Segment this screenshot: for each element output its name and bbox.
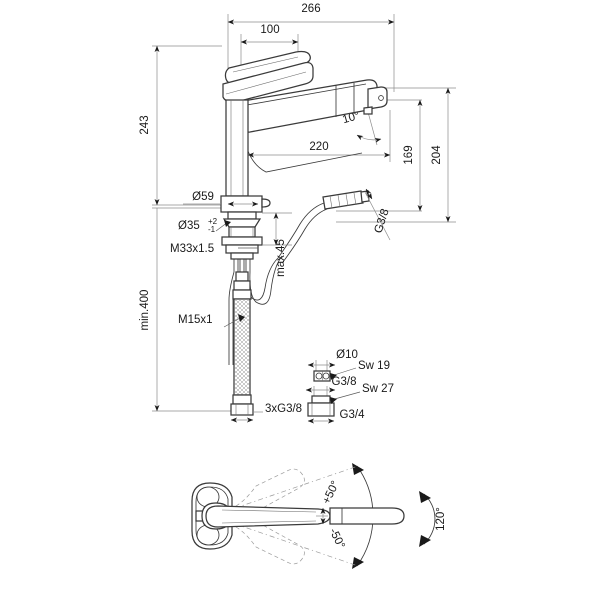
dimension-spout-reach: 220 bbox=[247, 110, 391, 162]
hose-nut-lower bbox=[230, 403, 254, 416]
flange-nub bbox=[261, 198, 271, 208]
hose-ferrule-lower bbox=[232, 394, 252, 405]
dim-hose-length-label: min.400 bbox=[139, 290, 151, 331]
spray-wand-plan bbox=[329, 507, 405, 525]
label-hose-thread-text: M15x1 bbox=[178, 314, 213, 326]
dim-spout-reach-label: 220 bbox=[309, 141, 328, 153]
aerator-outlet bbox=[378, 95, 384, 101]
label-bottom-connection-text: 3xG3/8 bbox=[265, 403, 302, 415]
faucet-elevation bbox=[220, 50, 388, 416]
label-spanner-small-text: Sw 19 bbox=[358, 360, 390, 372]
label-hole-tol-upper: +2 bbox=[208, 217, 218, 226]
dimension-max-counter-label: max.45 bbox=[275, 239, 287, 277]
label-tube-diameter: Ø10 bbox=[336, 349, 358, 361]
washer-top bbox=[227, 211, 257, 220]
dim-overall-width-label: 266 bbox=[301, 3, 320, 15]
hose-ferrule-upper bbox=[232, 289, 252, 300]
dimension-hose-length: min.400 bbox=[139, 207, 232, 412]
fitting-sw27 bbox=[307, 395, 335, 417]
label-base-diameter-text: Ø59 bbox=[192, 191, 214, 203]
label-hole-tol-lower: -1 bbox=[208, 225, 216, 234]
dim-aerator-height-label: 169 bbox=[403, 145, 415, 164]
plan-view: +50° -50° 120° bbox=[191, 463, 447, 569]
dim-handle-width-label: 100 bbox=[260, 24, 279, 36]
hose-nut-upper bbox=[233, 280, 251, 291]
spray-head-nose bbox=[367, 86, 388, 110]
mount-plate bbox=[221, 236, 263, 246]
label-hole-diameter-text: Ø35 bbox=[178, 220, 200, 232]
dim-overall-height-label: 243 bbox=[139, 115, 151, 134]
label-mount-thread-text: M33x1.5 bbox=[170, 243, 214, 255]
dim-spout-height-label: 204 bbox=[431, 145, 443, 165]
swivel-total-indicator: 120° bbox=[419, 491, 447, 547]
label-bottom-connection: 3xG3/8 bbox=[230, 403, 302, 423]
spout-plan bbox=[205, 505, 331, 528]
outlet-nub bbox=[363, 106, 373, 115]
fitting-M15 bbox=[235, 271, 249, 282]
label-spanner-large-text: Sw 27 bbox=[362, 383, 394, 395]
label-swivel-right: -50° bbox=[327, 527, 347, 551]
label-thread-small: G3/8 bbox=[332, 376, 357, 388]
fittings-detail: Ø10 Sw 19 G3/8 bbox=[305, 349, 394, 424]
label-thread-large: G3/4 bbox=[340, 409, 366, 421]
faucet-column bbox=[225, 99, 249, 197]
dimension-wand-gap bbox=[316, 507, 328, 525]
fitting-sw19 bbox=[313, 370, 331, 382]
dimension-spout-height: 204 bbox=[336, 87, 456, 223]
label-hole-diameter: Ø35 +2 -1 bbox=[178, 217, 231, 234]
label-swivel-total: 120° bbox=[435, 507, 447, 531]
label-swivel-left: +50° bbox=[321, 479, 342, 506]
label-spanner-large: Sw 27 bbox=[330, 383, 394, 404]
pullout-hose bbox=[277, 202, 328, 263]
dimension-overall-height: 243 bbox=[139, 45, 222, 206]
hose-connector bbox=[322, 190, 370, 210]
label-base-diameter: Ø59 bbox=[183, 191, 259, 207]
label-spanner-small: Sw 19 bbox=[330, 360, 390, 380]
lock-nut bbox=[225, 244, 259, 254]
braided-hose bbox=[233, 298, 251, 396]
label-hose-thread: M15x1 bbox=[178, 314, 245, 328]
dimension-max-counter-thickness: max.45 bbox=[262, 212, 292, 277]
label-mount-thread: M33x1.5 bbox=[170, 243, 258, 255]
nut-collar bbox=[230, 252, 254, 260]
mount-thread-M33 bbox=[228, 226, 256, 238]
